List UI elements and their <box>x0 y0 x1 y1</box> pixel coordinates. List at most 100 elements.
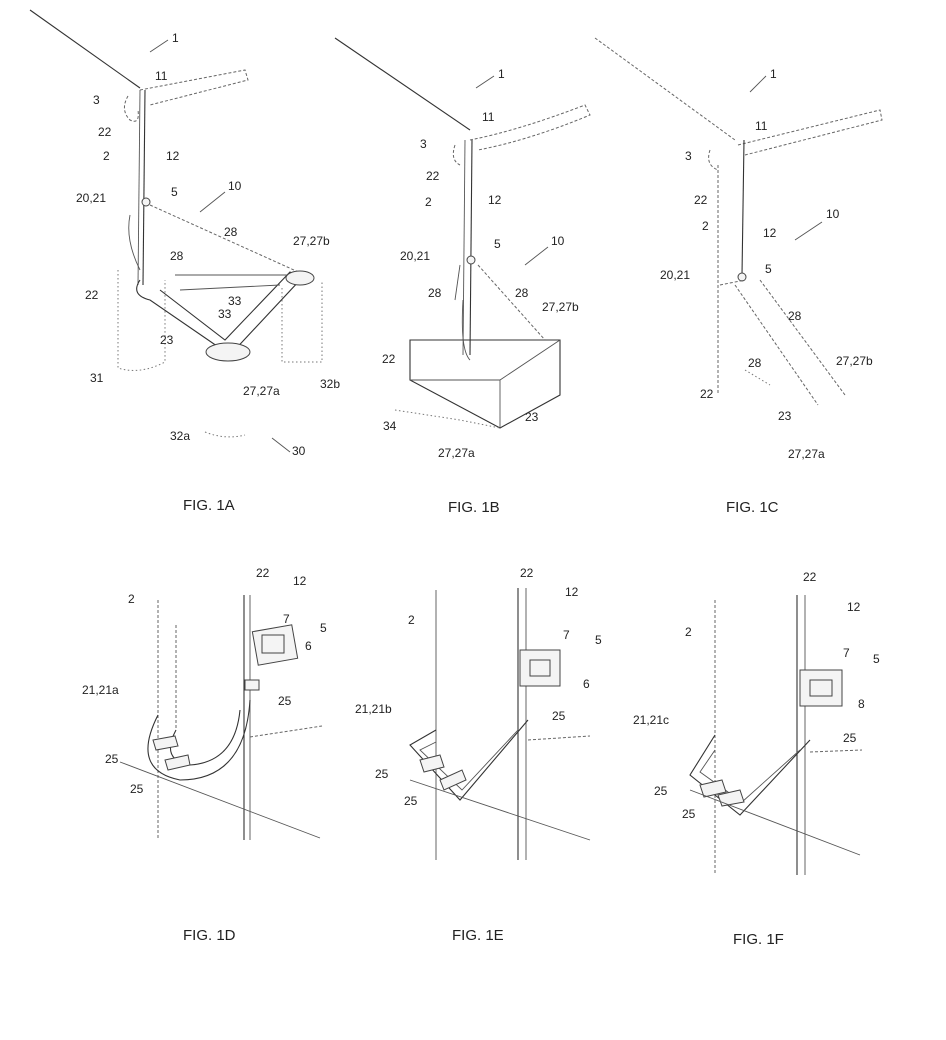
figure-1b-drawing <box>335 38 590 428</box>
figure-1a-drawing <box>30 10 322 437</box>
fig1d-caption: FIG. 1D <box>183 927 236 944</box>
figure-1a: 1 11 3 22 2 12 10 20,21 5 28 27,27b 28 2… <box>30 10 340 514</box>
fig1f-label-7: 7 <box>843 646 850 660</box>
fig1d-label-21-21a: 21,21a <box>82 683 119 697</box>
fig1b-label-20-21: 20,21 <box>400 249 430 263</box>
fig1f-label-25-bottom: 25 <box>682 807 696 821</box>
fig1b-label-12: 12 <box>488 193 502 207</box>
figure-1d-drawing <box>120 595 322 840</box>
fig1b-caption: FIG. 1B <box>448 499 500 516</box>
fig1e-label-5: 5 <box>595 633 602 647</box>
fig1f-label-5: 5 <box>873 652 880 666</box>
fig1a-label-31: 31 <box>90 371 104 385</box>
fig1d-label-7: 7 <box>283 612 290 626</box>
fig1c-label-3: 3 <box>685 149 692 163</box>
fig1a-label-30: 30 <box>292 444 306 458</box>
fig1a-label-11: 11 <box>155 69 168 83</box>
fig1a-label-27-27a: 27,27a <box>243 384 280 398</box>
fig1a-label-5: 5 <box>171 185 178 199</box>
fig1f-label-25-left: 25 <box>654 784 668 798</box>
fig1d-label-12: 12 <box>293 574 307 588</box>
fig1f-label-21-21c: 21,21c <box>633 713 669 727</box>
fig1b-label-28-right: 28 <box>515 286 529 300</box>
figure-1f: 2 22 12 7 5 8 21,21c 25 25 25 FIG. 1F <box>633 570 880 948</box>
fig1e-label-6: 6 <box>583 677 590 691</box>
figure-1d: 2 22 12 7 5 6 21,21a 25 25 25 FIG. 1D <box>82 566 327 944</box>
fig1f-label-25-right: 25 <box>843 731 857 745</box>
fig1c-label-1: 1 <box>770 67 777 81</box>
fig1a-label-32b: 32b <box>320 377 340 391</box>
fig1d-label-22: 22 <box>256 566 270 580</box>
fig1c-label-28-right: 28 <box>788 309 802 323</box>
fig1b-label-10: 10 <box>551 234 565 248</box>
fig1b-label-2: 2 <box>425 195 432 209</box>
fig1e-label-25-right: 25 <box>552 709 566 723</box>
fig1a-label-27-27b: 27,27b <box>293 234 330 248</box>
figure-1b: 1 11 3 22 2 12 10 20,21 5 28 28 27,27b 2… <box>335 38 590 516</box>
fig1a-label-23: 23 <box>160 333 174 347</box>
fig1d-label-25-left: 25 <box>105 752 119 766</box>
fig1c-label-5: 5 <box>765 262 772 276</box>
fig1c-label-28-left: 28 <box>748 356 762 370</box>
fig1a-label-20-21: 20,21 <box>76 191 106 205</box>
fig1e-label-25-left: 25 <box>375 767 389 781</box>
fig1c-label-12: 12 <box>763 226 777 240</box>
figure-1c: 1 11 3 22 2 12 10 20,21 5 28 28 27,27b 2… <box>595 38 882 516</box>
fig1b-label-22: 22 <box>426 169 440 183</box>
fig1a-label-28-upper: 28 <box>224 225 238 239</box>
fig1c-label-23: 23 <box>778 409 792 423</box>
fig1a-label-22-top: 22 <box>98 125 112 139</box>
figure-1e: 2 22 12 7 5 6 21,21b 25 25 25 FIG. 1E <box>355 566 602 944</box>
fig1c-label-22: 22 <box>694 193 708 207</box>
fig1e-caption: FIG. 1E <box>452 927 504 944</box>
fig1c-caption: FIG. 1C <box>726 499 779 516</box>
fig1c-label-27-27b: 27,27b <box>836 354 873 368</box>
fig1e-label-25-bottom: 25 <box>404 794 418 808</box>
fig1a-label-22-bottom: 22 <box>85 288 99 302</box>
figure-1c-drawing <box>595 38 882 405</box>
fig1a-caption: FIG. 1A <box>183 497 235 514</box>
fig1b-label-1: 1 <box>498 67 505 81</box>
fig1a-label-12: 12 <box>166 149 180 163</box>
fig1e-label-21-21b: 21,21b <box>355 702 392 716</box>
fig1b-label-3: 3 <box>420 137 427 151</box>
fig1d-label-25-right: 25 <box>278 694 292 708</box>
fig1e-label-7: 7 <box>563 628 570 642</box>
fig1d-label-25-bottom: 25 <box>130 782 144 796</box>
figure-1f-drawing <box>690 595 862 875</box>
fig1f-label-8: 8 <box>858 697 865 711</box>
fig1a-label-3: 3 <box>93 93 100 107</box>
fig1d-label-2: 2 <box>128 592 135 606</box>
fig1f-caption: FIG. 1F <box>733 931 784 948</box>
fig1c-label-20-21: 20,21 <box>660 268 690 282</box>
fig1c-label-22-bottom: 22 <box>700 387 714 401</box>
fig1c-label-11: 11 <box>755 119 768 133</box>
fig1b-label-5: 5 <box>494 237 501 251</box>
fig1c-label-27-27a: 27,27a <box>788 447 825 461</box>
fig1f-label-22: 22 <box>803 570 817 584</box>
fig1a-label-10: 10 <box>228 179 242 193</box>
fig1f-label-2: 2 <box>685 625 692 639</box>
fig1b-label-28-left: 28 <box>428 286 442 300</box>
fig1b-label-22-bottom: 22 <box>382 352 396 366</box>
fig1d-label-6: 6 <box>305 639 312 653</box>
fig1e-label-12: 12 <box>565 585 579 599</box>
fig1e-label-22: 22 <box>520 566 534 580</box>
fig1c-label-2: 2 <box>702 219 709 233</box>
fig1b-label-34: 34 <box>383 419 397 433</box>
fig1a-label-28-lower: 28 <box>170 249 184 263</box>
fig1a-label-33-bottom: 33 <box>218 307 232 321</box>
fig1b-label-27-27a: 27,27a <box>438 446 475 460</box>
fig1e-label-2: 2 <box>408 613 415 627</box>
fig1d-label-5: 5 <box>320 621 327 635</box>
fig1a-label-1: 1 <box>172 31 179 45</box>
fig1b-label-23: 23 <box>525 410 539 424</box>
fig1c-label-10: 10 <box>826 207 840 221</box>
fig1a-label-32a: 32a <box>170 429 190 443</box>
fig1b-label-11: 11 <box>482 110 495 124</box>
fig1a-label-33-top: 33 <box>228 294 242 308</box>
fig1b-label-27-27b: 27,27b <box>542 300 579 314</box>
fig1f-label-12: 12 <box>847 600 861 614</box>
fig1a-label-2: 2 <box>103 149 110 163</box>
